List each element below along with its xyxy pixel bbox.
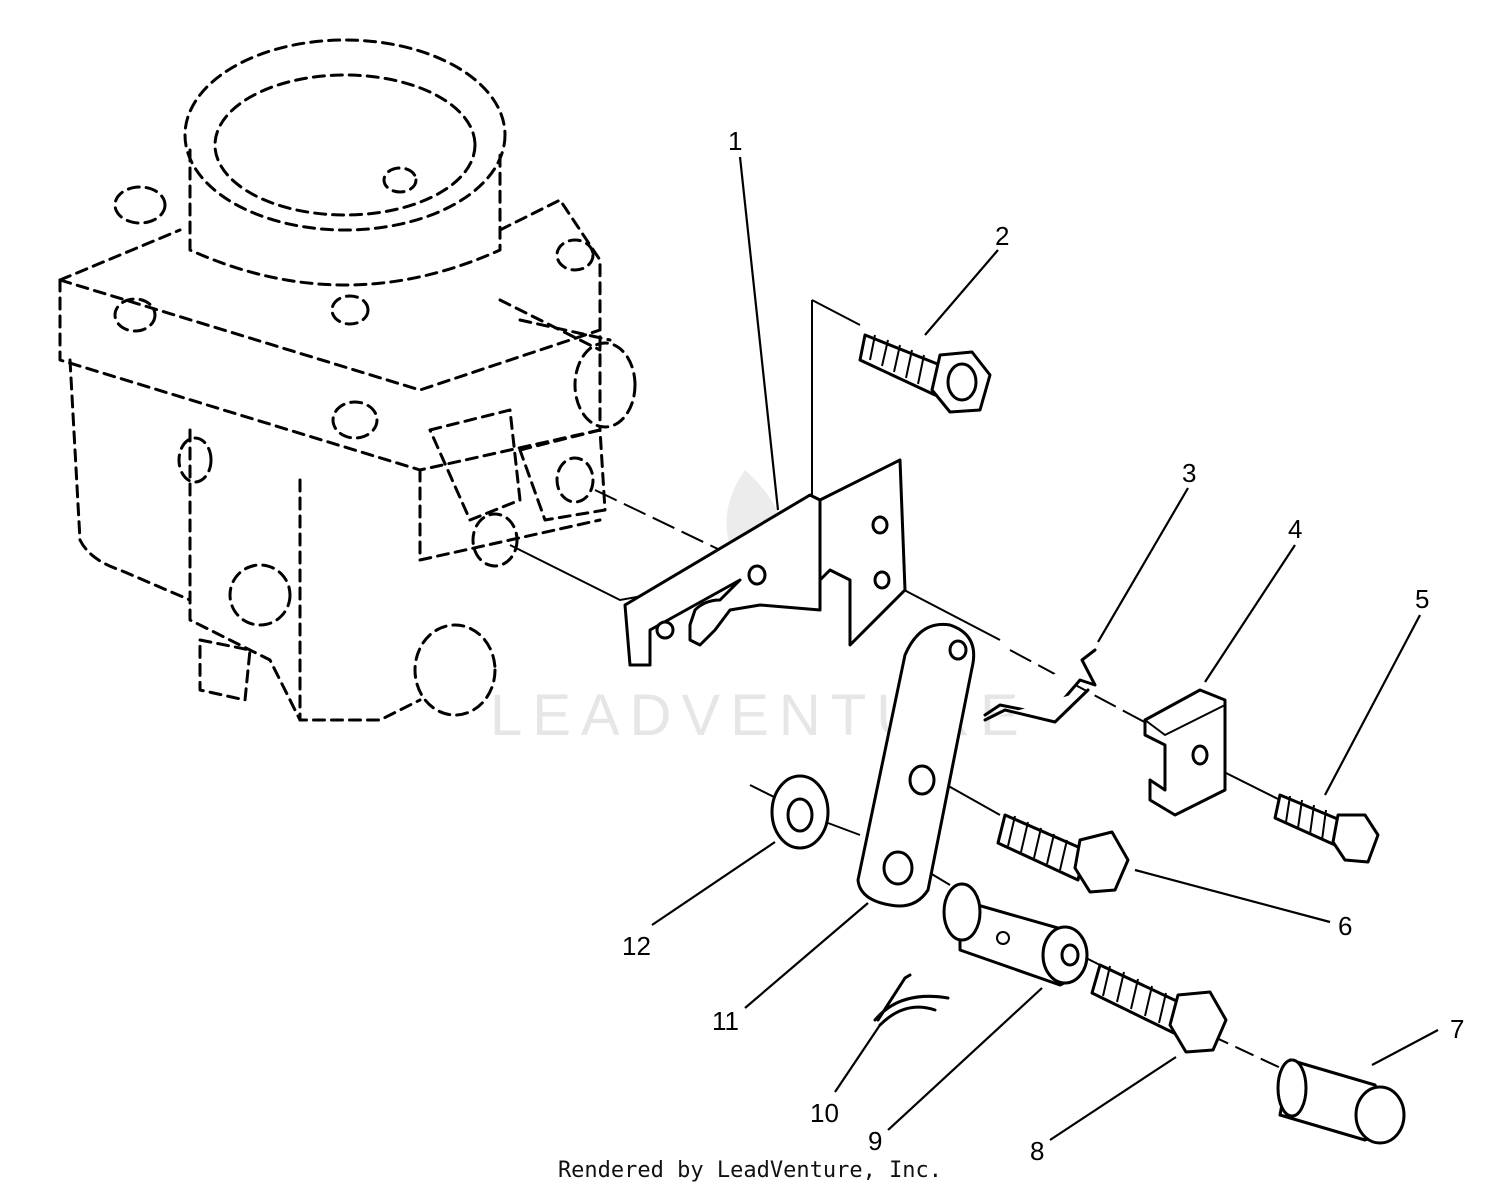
footer-credit: Rendered by LeadVenture, Inc.: [557, 1158, 943, 1183]
cotter-pin-part-10: [873, 973, 950, 1027]
callout-8: 8: [1030, 1136, 1044, 1166]
bracket-part-1: [623, 458, 907, 667]
washer-part-12: [770, 774, 830, 850]
hex-bolt-part-2: [858, 333, 992, 414]
spring-clip-part-3: [983, 648, 1097, 724]
callout-3: 3: [1182, 458, 1196, 488]
clamp-block-part-4: [1143, 688, 1227, 817]
callout-1: 1: [728, 126, 742, 156]
callout-5: 5: [1415, 584, 1429, 614]
carburetor-outline: [58, 38, 637, 722]
bolt-part-5: [1273, 793, 1380, 864]
cap-part-7: [1276, 1058, 1406, 1145]
bolt-part-6: [996, 813, 1130, 894]
callout-2: 2: [995, 221, 1009, 251]
link-plate-part-11: [856, 622, 976, 908]
leader-lines: [651, 156, 1439, 1141]
swivel-part-9: [942, 882, 1089, 987]
callout-6: 6: [1338, 911, 1352, 941]
callout-labels: 1 2 3 4 5 6 7 8 9 10 11 12: [622, 126, 1464, 1166]
bolt-part-8: [1090, 963, 1228, 1054]
callout-11: 11: [712, 1006, 739, 1036]
callout-7: 7: [1450, 1014, 1464, 1044]
callout-4: 4: [1288, 514, 1302, 544]
callout-10: 10: [810, 1098, 839, 1128]
callout-9: 9: [868, 1126, 882, 1156]
callout-12: 12: [622, 931, 651, 961]
